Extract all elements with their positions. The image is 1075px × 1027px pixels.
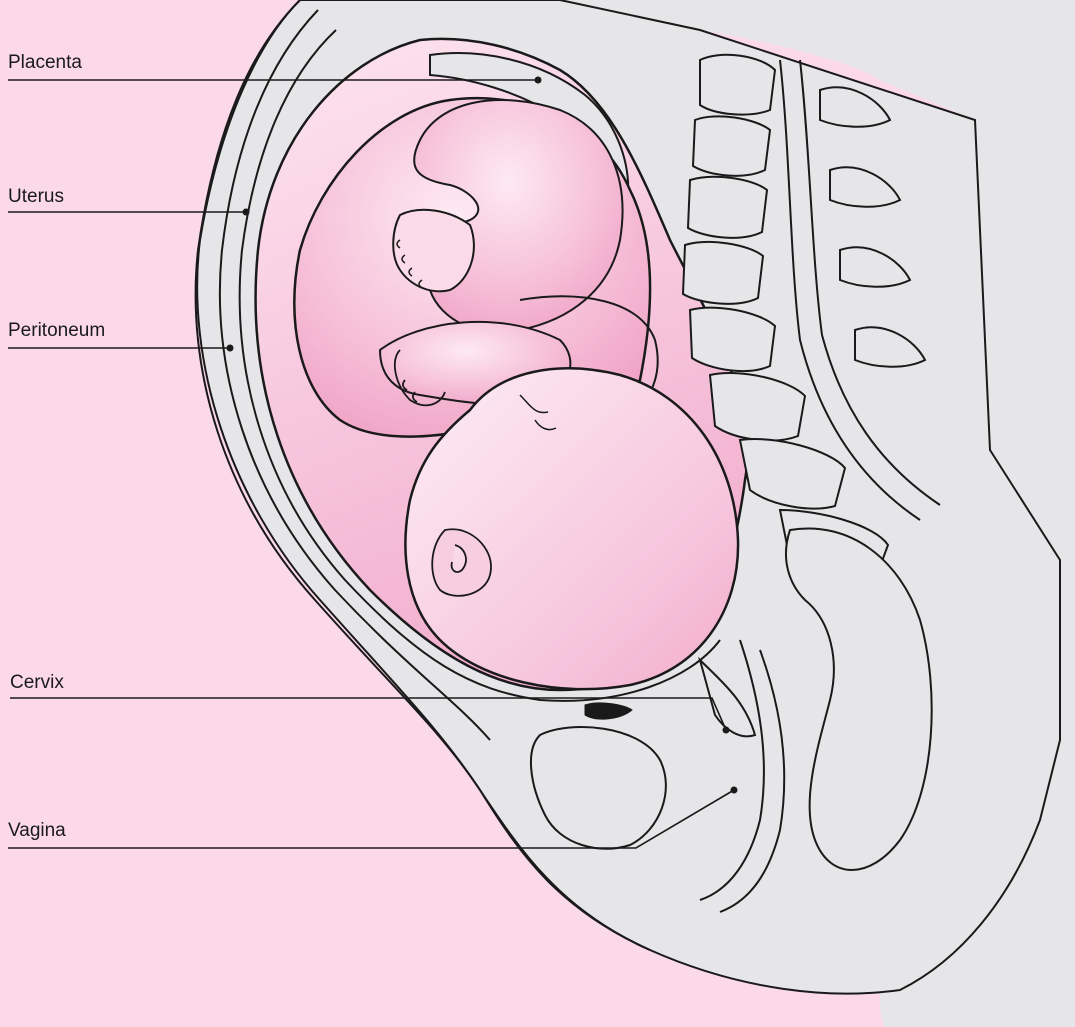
uterus-label: Uterus xyxy=(8,187,64,206)
peritoneum-label: Peritoneum xyxy=(8,321,105,340)
placenta-label: Placenta xyxy=(8,53,82,72)
cervix-label: Cervix xyxy=(10,673,64,692)
vagina-label: Vagina xyxy=(8,821,66,840)
